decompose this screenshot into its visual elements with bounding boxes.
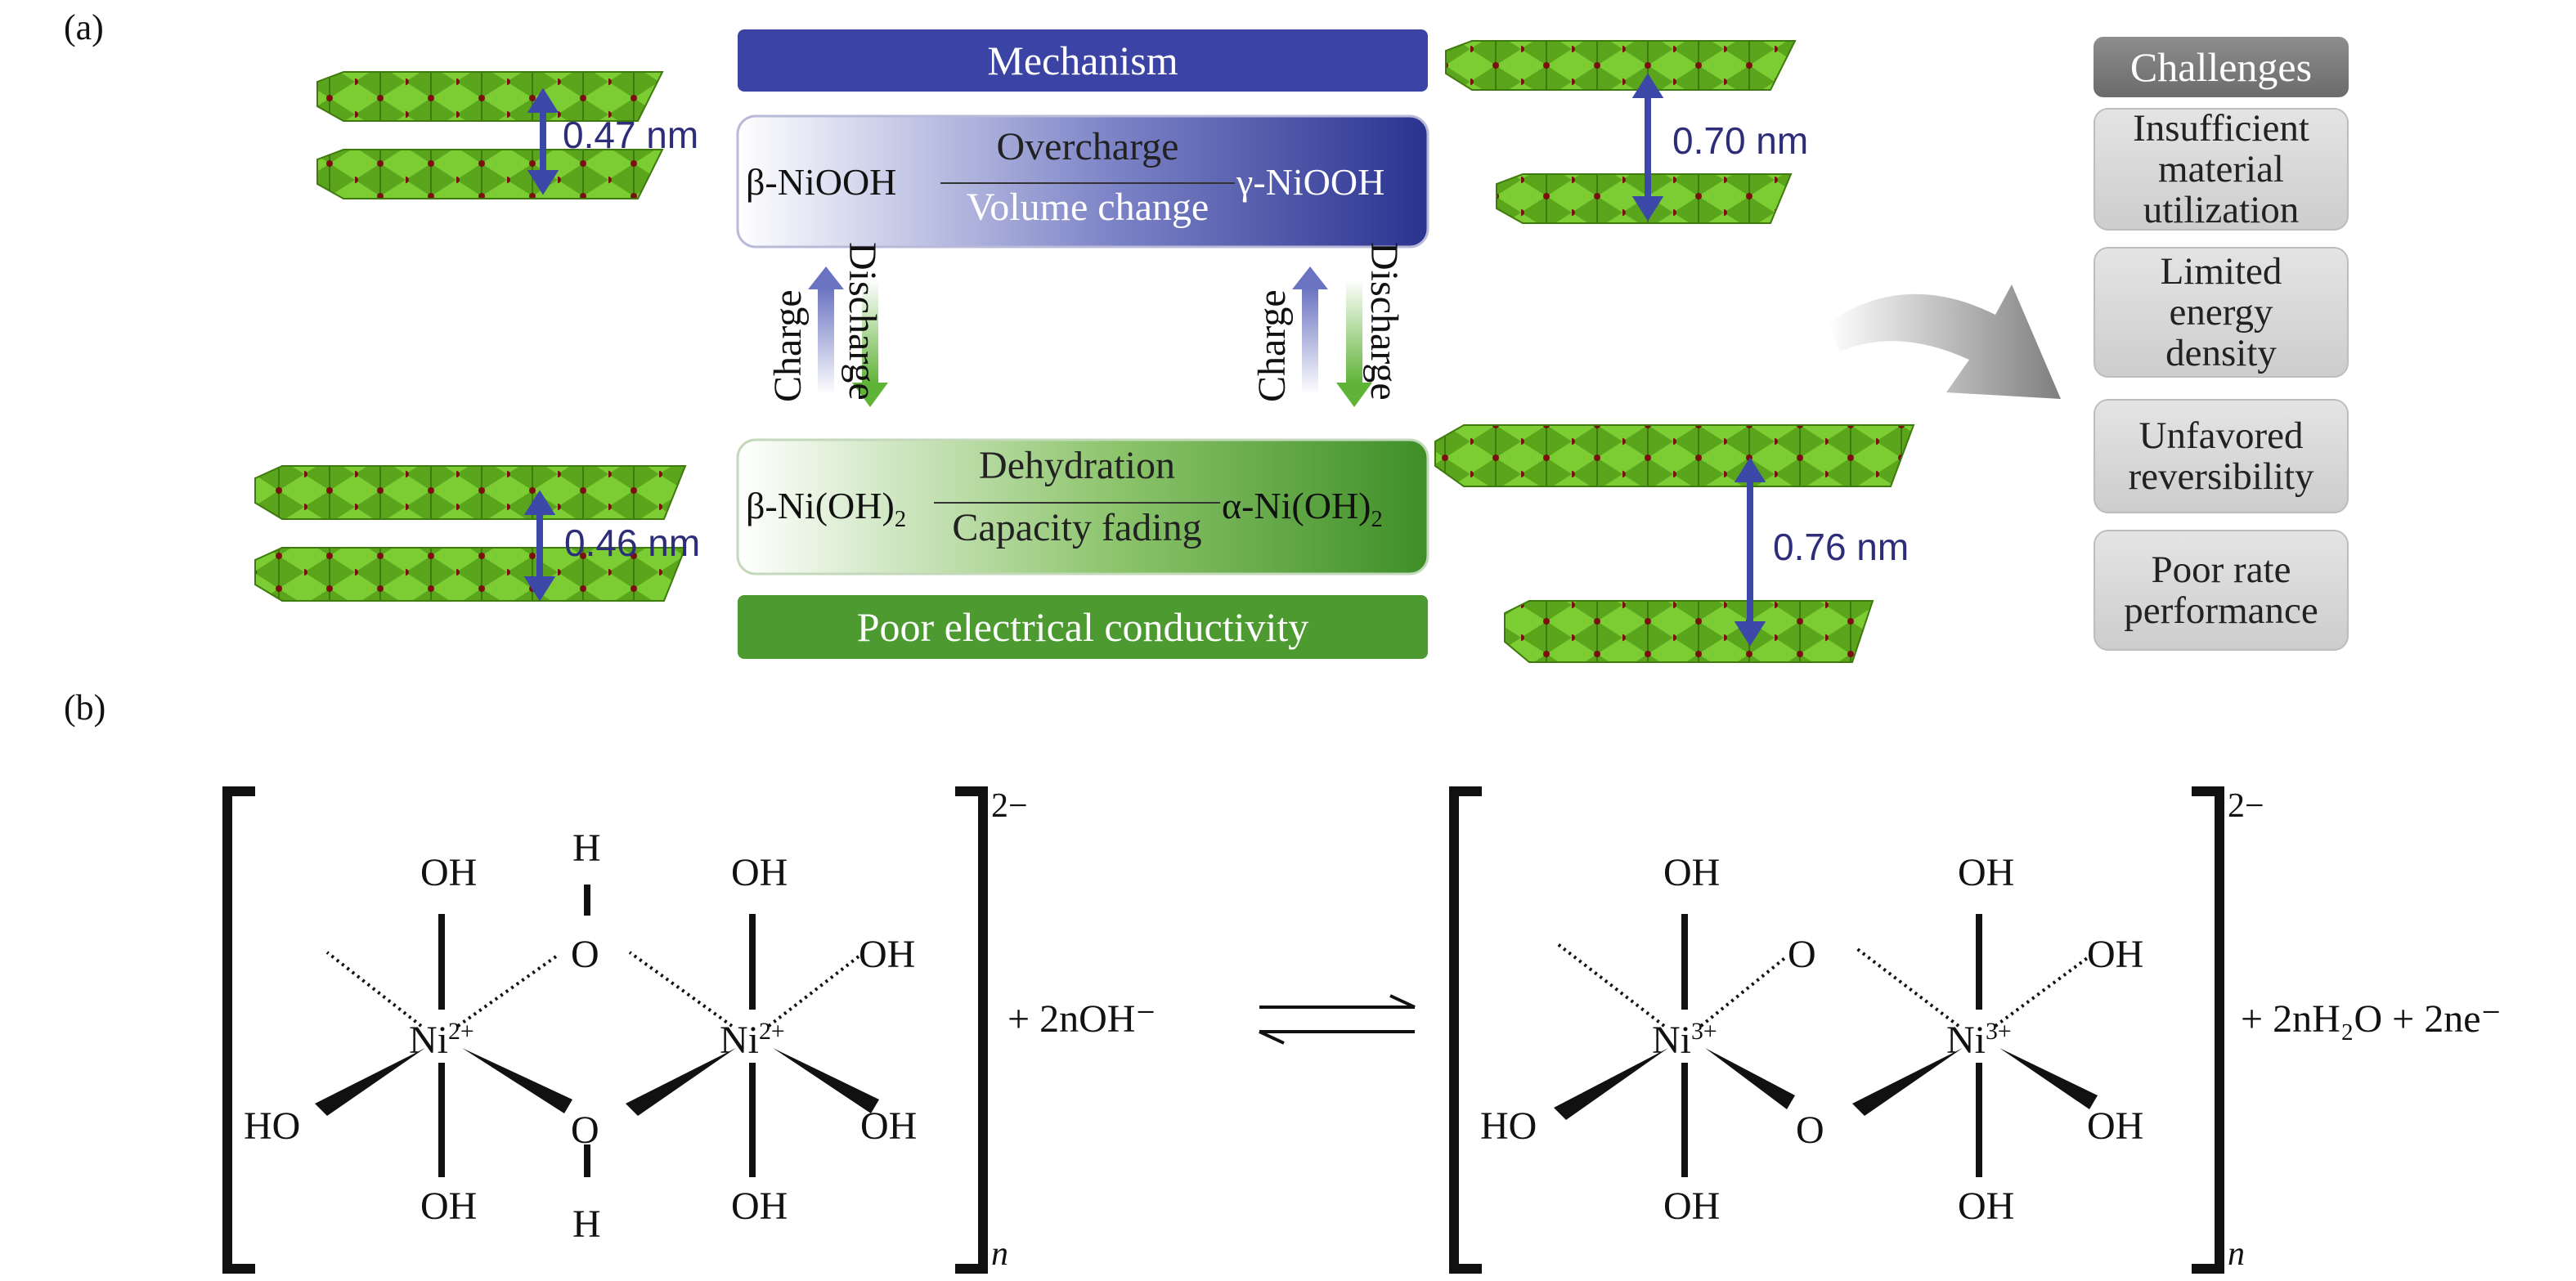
spacing-label-alpha-nioh2: 0.76 nm [1773, 526, 1910, 568]
hashed-bonds-product [1556, 943, 2091, 1028]
ni3-center-2: Ni3+ [1946, 1018, 2012, 1062]
spacing-label-gamma-niooh: 0.70 nm [1672, 119, 1809, 162]
hashed-bonds-reactant [325, 951, 860, 1028]
layer-beta-nioh2-top [254, 465, 687, 520]
bracket-right-product [1449, 786, 2224, 1274]
oh-right-upper-ni2: OH [859, 933, 916, 976]
oh-top-ni2: OH [731, 851, 788, 894]
beta-niooh-label: β-NiOOH [746, 161, 897, 203]
discharge-arrow-left [852, 280, 888, 407]
curved-arrow-to-challenges [1828, 284, 2061, 399]
nioh2-reaction-line [934, 502, 1220, 504]
o-upper-ni3: O [1788, 933, 1816, 976]
subscript-n-left: n [991, 1235, 1008, 1273]
panel-label-a: (a) [64, 7, 104, 47]
term-2nh2o-2ne: + 2nH₂O + 2ne⁻ [2241, 997, 2502, 1041]
discharge-arrow-right [1336, 280, 1372, 407]
niooh-reaction-line [940, 182, 1235, 184]
charge-label-left: Charge [766, 289, 810, 402]
challenges-header: Challenges [2094, 37, 2349, 97]
h-bridge-bottom: H [572, 1203, 601, 1246]
oh-top-ni3-1: OH [1663, 851, 1721, 894]
volume-change-label: Volume change [966, 186, 1209, 229]
spacing-arrow-gamma-niooh [1631, 73, 1664, 222]
spacing-arrow-beta-nioh2 [523, 490, 556, 602]
charge-label-right: Charge [1250, 289, 1294, 402]
dehydration-label: Dehydration [979, 444, 1175, 487]
spacing-arrow-alpha-nioh2 [1734, 457, 1766, 647]
spacing-arrow-beta-niooh [527, 87, 559, 195]
ni2-center-2: Ni2+ [720, 1018, 785, 1062]
oh-top-ni3-2: OH [1958, 851, 2015, 894]
nioh2-box [736, 438, 1429, 576]
oh-right-lower-ni2: OH [860, 1104, 918, 1148]
subscript-n-right: n [2228, 1235, 2245, 1273]
charge-arrow-left [808, 267, 844, 394]
overcharge-label: Overcharge [996, 125, 1179, 168]
alpha-nioh2-label: α-Ni(OH)2 [1222, 485, 1383, 533]
ho-left-ni3: HO [1480, 1104, 1537, 1148]
ni2-center-1: Ni2+ [409, 1018, 474, 1062]
oh-bottom-ni1: OH [420, 1185, 478, 1228]
o-lower-ni3: O [1796, 1109, 1824, 1152]
charge-arrow-right [1292, 267, 1328, 394]
oh-bottom-ni3-1: OH [1663, 1185, 1721, 1228]
conductivity-banner-bg [738, 595, 1428, 659]
layer-beta-niooh-top [316, 71, 664, 122]
charge-2minus-left: 2− [991, 787, 1028, 825]
niooh-box [736, 114, 1429, 249]
ni3-center-1: Ni3+ [1652, 1018, 1717, 1062]
ho-left-ni1: HO [244, 1104, 301, 1148]
discharge-label-right: Discharge [1362, 242, 1406, 401]
layer-alpha-nioh2-top [1434, 424, 1915, 487]
h-bridge-top: H [572, 826, 601, 870]
spacing-label-beta-niooh: 0.47 nm [563, 114, 699, 156]
mechanism-banner-bg [738, 29, 1428, 92]
equilibrium-arrows [1259, 994, 1416, 1045]
spacing-label-beta-nioh2: 0.46 nm [564, 522, 701, 564]
charge-2minus-right: 2− [2228, 787, 2264, 825]
bonds-reactant [315, 885, 879, 1177]
layer-alpha-nioh2-bottom [1504, 600, 1874, 663]
layer-beta-niooh-bottom [316, 149, 664, 199]
capacity-fading-label: Capacity fading [952, 506, 1202, 549]
oh-bottom-ni3-2: OH [1958, 1185, 2015, 1228]
o-bridge-top: O [571, 933, 599, 976]
oh-right-lower-ni3: OH [2087, 1104, 2144, 1148]
gamma-niooh-label: γ-NiOOH [1236, 161, 1385, 203]
beta-nioh2-label: β-Ni(OH)2 [746, 485, 907, 533]
conductivity-banner: Poor electrical conductivity [856, 604, 1309, 650]
mechanism-banner: Mechanism [987, 38, 1178, 83]
panel-label-b: (b) [64, 688, 106, 728]
oh-top-ni1: OH [420, 851, 478, 894]
layer-beta-nioh2-bottom [254, 547, 687, 602]
bonds-product [1554, 914, 2098, 1177]
o-bridge-bottom: O [571, 1109, 599, 1152]
oh-bottom-ni2: OH [731, 1185, 788, 1228]
discharge-label-left: Discharge [841, 242, 884, 401]
oh-right-upper-ni3: OH [2087, 933, 2144, 976]
term-2noh: + 2nOH⁻ [1008, 997, 1156, 1041]
layer-gamma-niooh-top [1445, 40, 1797, 91]
bracket-left-reactant [222, 786, 988, 1274]
